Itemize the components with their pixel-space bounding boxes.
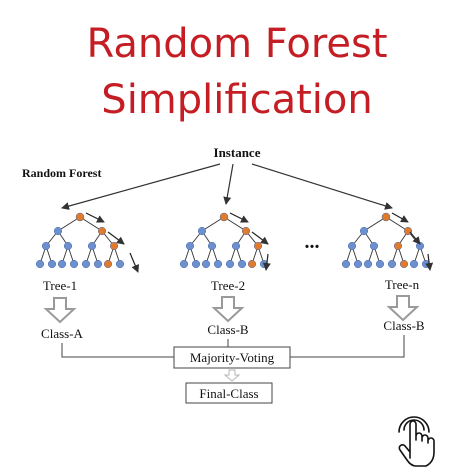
tree-edge — [223, 216, 247, 232]
tree-node — [363, 259, 373, 269]
tree-edge — [201, 216, 225, 232]
tree-node — [253, 241, 263, 251]
tree-node — [47, 259, 57, 269]
tree-node — [97, 226, 107, 236]
instance-arrow-tree-n — [251, 163, 393, 210]
tree-node — [359, 226, 369, 236]
tree-node — [225, 259, 235, 269]
tree-node — [201, 259, 211, 269]
tree-node — [409, 259, 419, 269]
tree-node — [185, 241, 195, 251]
tree-edge — [79, 216, 103, 232]
tree-node — [93, 259, 103, 269]
tree-edge — [363, 216, 387, 232]
hollow-arrow-tree-1 — [43, 297, 77, 324]
tree-node — [69, 259, 79, 269]
tree-node — [247, 259, 257, 269]
ellipsis-label: ... — [305, 231, 320, 253]
decision-path-arrow — [107, 231, 125, 245]
tree-node — [241, 226, 251, 236]
tree-node — [219, 212, 229, 222]
tree-2-graph — [179, 212, 271, 271]
decision-path-arrow — [129, 252, 139, 273]
tree-1-label: Tree-1 — [43, 278, 77, 293]
instance-arrow-tree-1 — [61, 163, 221, 210]
tree-edge — [385, 216, 409, 232]
tree-node — [231, 241, 241, 251]
title-line-2: Simplification — [101, 77, 373, 123]
class-a-label: Class-A — [41, 326, 84, 341]
tree-node — [375, 259, 385, 269]
majority-voting-label: Majority-Voting — [190, 350, 275, 365]
tree-node — [353, 259, 363, 269]
decision-path-arrow — [85, 212, 105, 223]
tree-node — [399, 259, 409, 269]
tree-node — [103, 259, 113, 269]
tree-node — [237, 259, 247, 269]
tree-n-label: Tree-n — [385, 277, 420, 292]
tree-node — [207, 241, 217, 251]
voting-connectors — [61, 335, 405, 358]
tree-node — [393, 241, 403, 251]
tree-node — [115, 259, 125, 269]
tree-node — [369, 241, 379, 251]
random-forest-label: Random Forest — [22, 166, 101, 180]
majority-voting-box — [173, 346, 291, 369]
instance-arrow-tree-2 — [223, 163, 234, 205]
voting-to-final-arrow — [223, 369, 241, 382]
class-b-label-tree-n: Class-B — [383, 318, 425, 333]
tree-node — [381, 212, 391, 222]
tree-node — [191, 259, 201, 269]
decision-path-arrow — [391, 212, 409, 223]
final-class-label: Final-Class — [199, 386, 258, 401]
decision-path-arrow — [251, 231, 269, 245]
final-class-box — [185, 382, 273, 404]
tree-node — [197, 226, 207, 236]
tree-2-label: Tree-2 — [211, 278, 245, 293]
tree-node — [213, 259, 223, 269]
class-b-label-tree-2: Class-B — [207, 322, 249, 337]
tree-node — [75, 212, 85, 222]
tree-1-graph — [35, 212, 139, 273]
decision-path-arrow — [229, 212, 249, 223]
tree-node — [87, 241, 97, 251]
hollow-arrow-tree-n — [386, 295, 420, 322]
tree-node — [347, 241, 357, 251]
decision-path-arrow — [409, 231, 421, 245]
tree-node — [179, 259, 189, 269]
tree-node — [41, 241, 51, 251]
tree-node — [63, 241, 73, 251]
decision-path-arrow — [425, 253, 434, 271]
tree-node — [403, 226, 413, 236]
tree-node — [57, 259, 67, 269]
title-line-1: Random Forest — [86, 21, 388, 67]
tree-node — [341, 259, 351, 269]
tree-node — [53, 226, 63, 236]
tree-n-graph — [341, 212, 434, 271]
tree-node — [387, 259, 397, 269]
tree-node — [81, 259, 91, 269]
instance-label: Instance — [214, 145, 261, 160]
tree-edge — [57, 216, 81, 232]
decision-path-arrow — [262, 253, 271, 271]
tree-node — [109, 241, 119, 251]
hollow-arrow-tree-2 — [211, 296, 245, 323]
tree-node — [35, 259, 45, 269]
hand-pointer-icon — [398, 416, 435, 467]
